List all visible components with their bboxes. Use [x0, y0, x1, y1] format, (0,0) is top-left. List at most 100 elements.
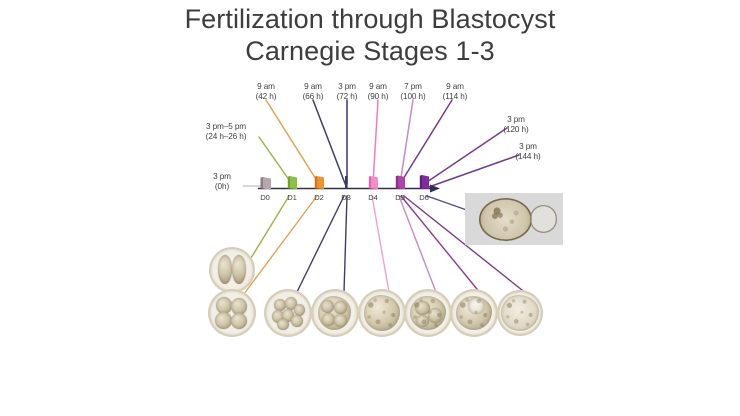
zona-pellucida [497, 290, 543, 336]
embryo-leader-4cell [243, 195, 318, 295]
embryo-image-late-morula [404, 289, 452, 337]
blastocyst-inset-photo [465, 193, 563, 245]
callout-t144-line1: 3 pm [519, 142, 537, 151]
callout-t100-line1: 7 pm [404, 82, 422, 91]
day-flag-D0 [260, 177, 271, 190]
embryo-leader-2cell [250, 195, 290, 259]
zona-pellucida [358, 289, 406, 337]
callout-t42-line1: 9 am [257, 82, 275, 91]
day-flag-D5 [395, 175, 405, 189]
callout-t0-line2: (0h) [214, 182, 230, 191]
callout-t144: 3 pm (144 h) [503, 142, 553, 162]
cytoplasm-texture [361, 292, 403, 334]
day-flag-D6 [419, 175, 429, 189]
embryo-leader-lines [243, 195, 528, 295]
blastomere [282, 309, 295, 322]
blastomere [291, 314, 303, 327]
axis-arrowhead [430, 184, 440, 193]
callout-t100: 7 pm (100 h) [388, 82, 438, 102]
day-label-D6: D6 [419, 193, 429, 202]
callout-t72-line2: (72 h) [336, 92, 358, 101]
callout-t42-line2: (42 h) [255, 92, 277, 101]
callout-leader-lines [242, 99, 520, 189]
leader-line-t114 [399, 99, 453, 185]
timeline-axis [258, 184, 440, 193]
callout-t120-line2: (120 h) [503, 125, 529, 134]
blastomere [232, 255, 246, 284]
blastomere [320, 299, 335, 313]
cytoplasm-texture [500, 293, 540, 333]
callout-t66: 9 am (66 h) [290, 82, 336, 102]
blastomere [273, 298, 286, 312]
callout-t42: 9 am (42 h) [243, 82, 289, 102]
day-label-D0: D0 [260, 193, 270, 202]
zona-pellucida [404, 289, 452, 337]
leader-line-t100 [399, 99, 414, 185]
leader-line-t90 [372, 99, 379, 185]
zona-pellucida [208, 289, 256, 337]
callout-t114-line1: 9 am [446, 82, 464, 91]
zona-pellucida [209, 247, 255, 293]
callout-t120: 3 pm (120 h) [491, 115, 541, 135]
callout-t114-line2: (114 h) [442, 92, 468, 101]
embryo-leader-8cell [296, 195, 345, 293]
callout-t72: 3 pm (72 h) [324, 82, 370, 102]
day-flag-D4 [368, 176, 378, 189]
callout-t24: 3 pm–5 pm (24 h–26 h) [193, 122, 259, 142]
embryo-image-compacted-morula [358, 289, 406, 337]
callout-t66-line2: (66 h) [302, 92, 324, 101]
callout-t24-line2: (24 h–26 h) [205, 132, 247, 141]
callout-t72-line1: 3 pm [338, 82, 356, 91]
hatching-blastocyst [478, 198, 532, 241]
embryo-image-8cell [264, 289, 312, 337]
callout-t90-line1: 9 am [369, 82, 387, 91]
trophectoderm [500, 294, 540, 332]
blastomere [428, 308, 443, 323]
leader-line-t24 [258, 136, 293, 185]
blastomere [414, 300, 430, 315]
callout-t100-line2: (100 h) [400, 92, 426, 101]
embryo-image-early-morula [311, 289, 359, 337]
callout-t24-line1: 3 pm–5 pm [205, 122, 247, 131]
leader-line-t120 [423, 127, 508, 185]
page-title: Fertilization through Blastocyst Carnegi… [0, 4, 740, 68]
callout-t144-line2: (144 h) [515, 152, 541, 161]
embryo-image-early-blastocyst [450, 289, 498, 337]
embryo-leader-blasto1 [400, 195, 482, 295]
leader-line-t66 [312, 99, 347, 187]
callout-t120-line1: 3 pm [507, 115, 525, 124]
callout-t0: 3 pm (0h) [201, 172, 243, 192]
blastomere [231, 297, 248, 315]
embryo-leader-morula2 [371, 195, 390, 293]
title-line-1: Fertilization through Blastocyst [184, 4, 556, 34]
callout-t90-line2: (90 h) [367, 92, 389, 101]
day-label-D3: D3 [341, 193, 351, 202]
embryo-image-2cell [209, 247, 255, 293]
blastomere [321, 313, 335, 327]
empty-zona-pellucida [529, 205, 558, 233]
cytoplasm-texture [407, 292, 449, 334]
blastomere [276, 318, 289, 331]
callout-t90: 9 am (90 h) [355, 82, 401, 102]
day-label-D5: D5 [395, 193, 405, 202]
blastomere [415, 314, 429, 328]
morula-mass [364, 295, 400, 331]
day-flag-D1 [287, 176, 297, 189]
day-flag-D3 [345, 176, 348, 189]
callout-t66-line1: 9 am [304, 82, 322, 91]
day-label-D1: D1 [287, 193, 297, 202]
zona-pellucida [311, 289, 359, 337]
day-flag-markers [260, 175, 429, 190]
day-label-D2: D2 [314, 193, 324, 202]
embryo-image-4cell [208, 289, 256, 337]
blastocoel-cavity [468, 297, 484, 314]
blastomere [334, 300, 347, 314]
embryo-leader-blasto2 [403, 195, 528, 295]
leader-line-t144 [425, 154, 520, 189]
zona-pellucida [264, 289, 312, 337]
blastomere [217, 255, 232, 284]
blastomere [231, 313, 248, 330]
title-line-2: Carnegie Stages 1-3 [245, 35, 495, 66]
